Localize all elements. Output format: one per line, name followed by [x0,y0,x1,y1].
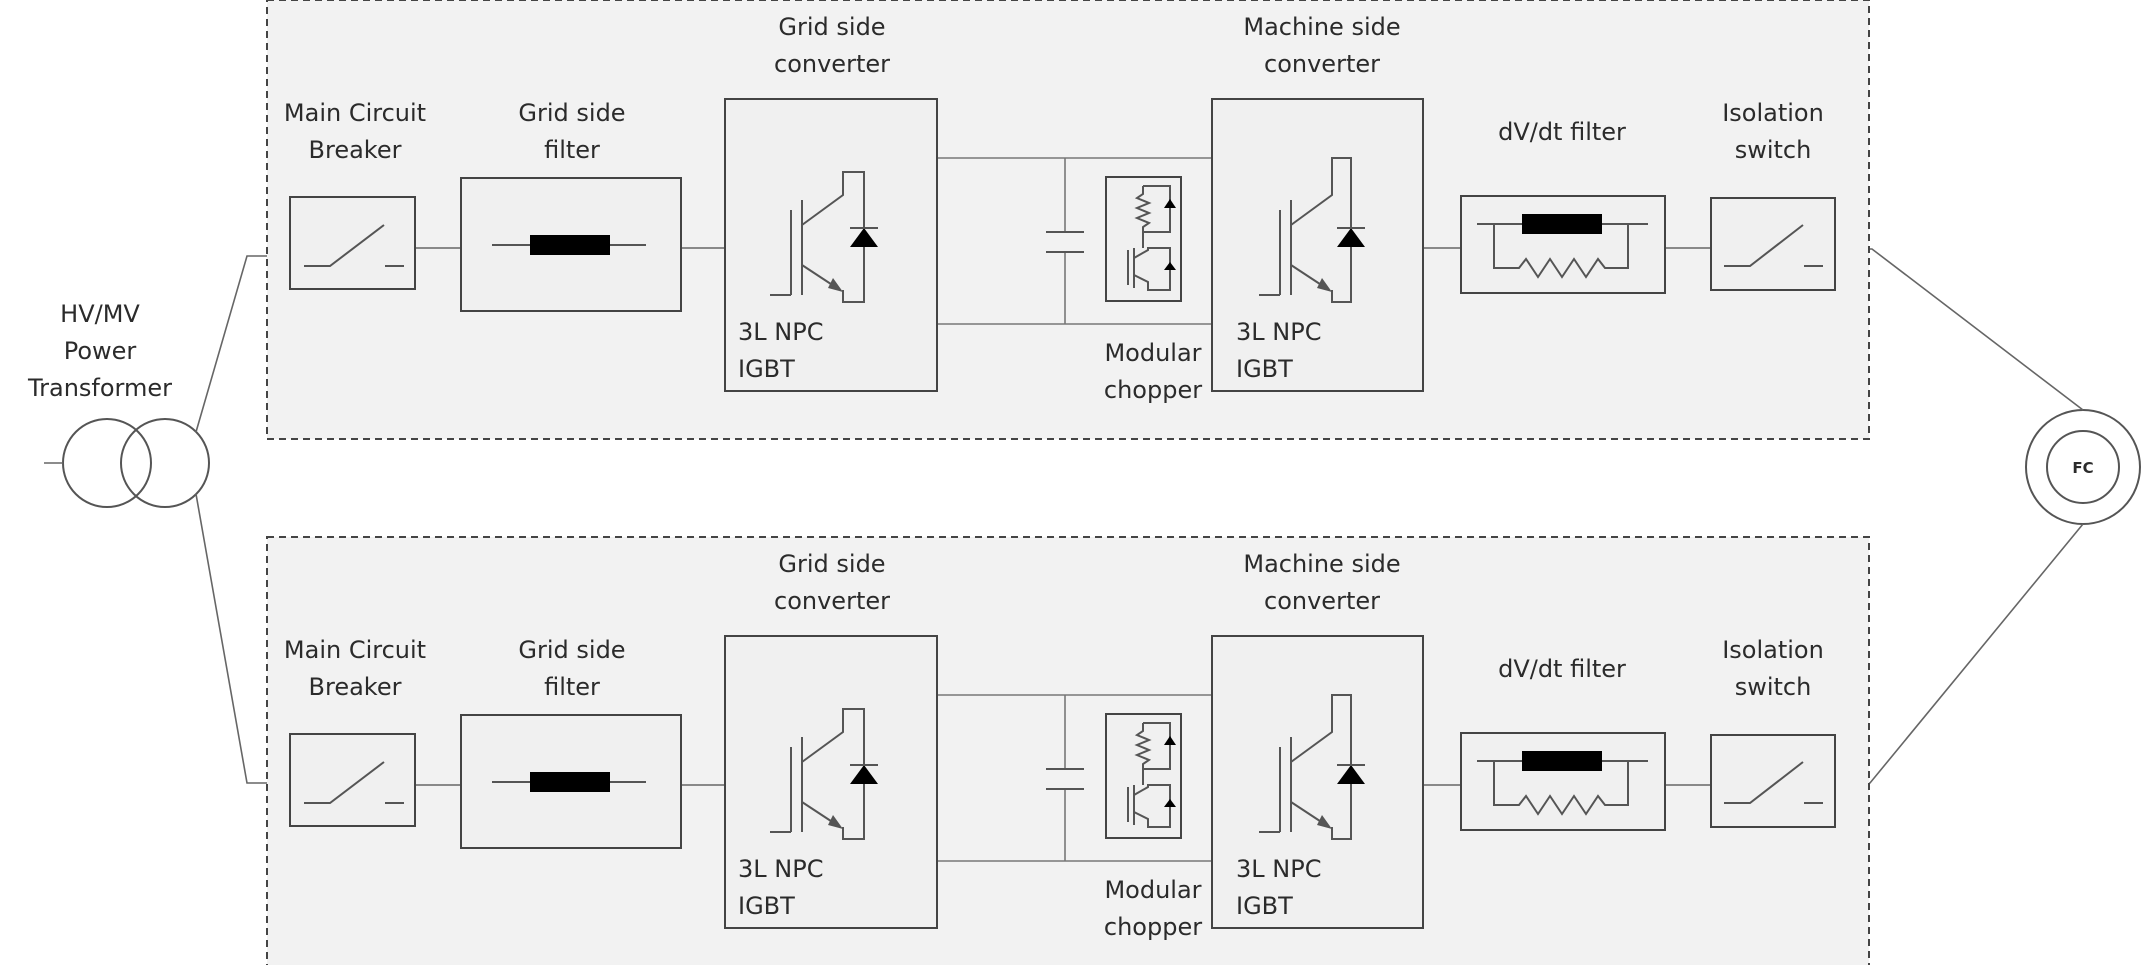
grid-converter-label-line1: Grid side [778,550,885,578]
grid-igbt-label-line1: 3L NPC [738,318,823,346]
breaker-label-line2: Breaker [309,136,402,164]
dvdt-filter-icon [1477,751,1648,816]
grid-converter-label-line2: converter [774,587,890,615]
grid-filter-label-line1: Grid side [518,636,625,664]
transformer-label-line1: HV/MV [60,300,140,328]
breaker-switch-icon [304,761,385,804]
converter-channel-2: Main Circuit Breaker Grid side filter Gr… [266,536,1870,965]
breaker-label-line2: Breaker [309,673,402,701]
machine-converter-label-line2: converter [1264,587,1380,615]
breaker-label-line1: Main Circuit [284,636,426,664]
inductor-icon [530,772,610,792]
machine-converter-label-line1: Machine side [1243,13,1400,41]
chopper-resistor-icon [1134,185,1176,248]
grid-igbt-label-line2: IGBT [738,355,795,383]
chopper-label-line2: chopper [1104,913,1202,941]
transformer-primary-winding-icon [62,418,152,508]
isolation-switch-box [1710,734,1836,828]
generator-inner-icon [2046,430,2120,504]
machine-igbt-label-line2: IGBT [1236,355,1293,383]
dvdt-filter-label: dV/dt filter [1498,655,1626,683]
igbt-icon [770,171,878,303]
machine-igbt-label-line1: 3L NPC [1236,318,1321,346]
grid-filter-label-line1: Grid side [518,99,625,127]
chopper-igbt-icon [1127,247,1176,291]
grid-filter-label-line2: filter [544,136,600,164]
grid-igbt-label-line2: IGBT [738,892,795,920]
machine-converter-label-line1: Machine side [1243,550,1400,578]
grid-side-converter-box [724,98,938,392]
main-circuit-breaker-box [289,196,416,290]
igbt-icon [1259,694,1365,840]
isolation-switch-label-line2: switch [1735,136,1812,164]
power-transformer: HV/MV Power Transformer [27,300,210,508]
generator-label: FC [2072,459,2093,477]
chopper-label-line1: Modular [1104,339,1201,367]
grid-igbt-label-line1: 3L NPC [738,855,823,883]
grid-side-converter-box [724,635,938,929]
machine-converter-label-line2: converter [1264,50,1380,78]
transformer-secondary-winding-icon [120,418,210,508]
chopper-label-line2: chopper [1104,376,1202,404]
igbt-icon [1259,157,1365,303]
isolation-switch-label-line2: switch [1735,673,1812,701]
main-circuit-breaker-box [289,733,416,827]
isolation-switch-icon [1724,224,1804,267]
grid-converter-label-line1: Grid side [778,13,885,41]
grid-converter-label-line2: converter [774,50,890,78]
chopper-label-line1: Modular [1104,876,1201,904]
grid-filter-label-line2: filter [544,673,600,701]
isolation-switch-icon [1724,761,1804,804]
machine-igbt-label-line2: IGBT [1236,892,1293,920]
isolation-switch-label-line1: Isolation [1722,636,1824,664]
output-line-bottom [1835,523,2084,784]
transformer-label-line2: Power [64,337,137,365]
breaker-label-line1: Main Circuit [284,99,426,127]
chopper-resistor-icon [1134,722,1176,785]
machine-side-converter-box [1211,98,1424,392]
dvdt-filter-icon [1477,214,1648,279]
generator: FC [2025,409,2141,525]
breaker-switch-icon [304,224,385,267]
dvdt-filter-label: dV/dt filter [1498,118,1626,146]
chopper-igbt-icon [1127,784,1176,828]
output-line-top [1835,248,2084,411]
isolation-switch-label-line1: Isolation [1722,99,1824,127]
machine-igbt-label-line1: 3L NPC [1236,855,1321,883]
dvdt-filter-box [1460,732,1666,831]
transformer-label-line3: Transformer [27,374,172,402]
inductor-icon [530,235,610,255]
igbt-icon [770,708,878,840]
dvdt-filter-box [1460,195,1666,294]
isolation-switch-box [1710,197,1836,291]
converter-channel-1: Main Circuit Breaker Grid side filter Gr… [266,0,1870,440]
machine-side-converter-box [1211,635,1424,929]
